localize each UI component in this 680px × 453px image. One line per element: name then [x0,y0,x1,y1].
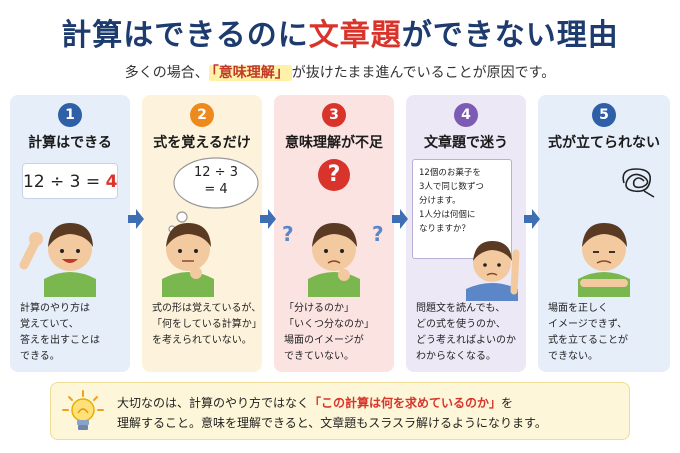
step-illustration-4: 12個のお菓子を 3人で同じ数ずつ 分けます。 1人分は何個に なりますか？ [406,155,526,301]
desc-line: 「何をしている計算か」 [152,319,262,330]
question-mark-icon: ? [318,159,350,191]
step-panel-4: 4 文章題で迷う 12個のお菓子を 3人で同じ数ずつ 分けます。 1人分は何個に… [406,95,526,372]
key-message-box: 大切なのは、計算のやり方ではなく「この計算は何を求めているのか」を 理解すること… [50,382,630,440]
subtitle-before: 多くの場合、 [124,65,209,81]
desc-line: どう考えればよいのか [416,335,516,346]
desc-line: できる。 [20,351,60,362]
desc-line: できない。 [548,351,598,362]
step-number-3: 3 [322,103,346,127]
step-desc-3: 「分けるのか」 「いくつ分なのか」 場面のイメージが できていない。 [284,301,388,365]
step-title-5: 式が立てられない [548,135,660,151]
step-panel-5: 5 式が立てられない 場面を正しく イメージできず、 式を立てることが できない… [538,95,670,372]
step-desc-1: 計算のやり方は 覚えていて、 答えを出すことは できる。 [20,301,124,365]
desc-line: 場面のイメージが [284,335,364,346]
svg-text:?: ? [282,222,294,246]
lightbulb-icon [62,390,104,430]
step-panel-1: 1 計算はできる 12 ÷ 3 = 4 計算のやり方は 覚えていて、 答えを出す… [10,95,130,372]
book-line: なりますか？ [419,224,471,234]
equation-answer: 4 [105,172,118,192]
desc-line: を考えられていない。 [152,335,252,346]
step-number-4: 4 [454,103,478,127]
tangled-scribble-icon [622,168,655,198]
equation-card: 12 ÷ 3 = 4 [22,163,118,199]
arrow-right-icon [128,209,144,229]
desc-line: イメージできず、 [548,319,628,330]
desc-line: わからなくなる。 [416,351,496,362]
thought-bubble-icon [168,157,259,233]
thinking-boy-icon [162,223,214,297]
step-illustration-1: 12 ÷ 3 = 4 [10,155,130,297]
message-emphasis: 「この計算は何を求めているのか」 [309,396,502,410]
step-title-1: 計算はできる [28,135,112,151]
title-part2: 文章題 [308,18,402,53]
desc-line: 覚えていて、 [20,319,79,330]
desc-line: どの式を使うのか、 [416,319,506,330]
desc-line: 式を立てることが [548,335,628,346]
arrow-right-icon [524,209,540,229]
desc-line: 式の形は覚えているが、 [152,303,262,314]
message-before: 大切なのは、計算のやり方ではなく [117,396,310,410]
book-line: 12個のお菓子を [419,168,481,178]
confused-boy-icon: ? ? [282,222,384,297]
step-panel-2: 2 式を覚えるだけ 12 ÷ 3 = 4 式の形は覚えているが、 「何をしている… [142,95,262,372]
svg-text:?: ? [372,222,384,246]
arrow-right-icon [392,209,408,229]
step-title-4: 文章題で迷う [424,135,508,151]
step-illustration-3: ? ? ? [274,155,394,297]
page-title: 計算はできるのに文章題ができない理由 [0,10,680,54]
desc-line: 問題文を読んでも、 [416,303,506,314]
desc-line: 「分けるのか」 [284,303,354,314]
bubble-line: 12 ÷ 3 [194,165,238,180]
step-desc-2: 式の形は覚えているが、 「何をしている計算か」 を考えられていない。 [152,301,262,349]
sad-boy-icon [578,223,630,297]
step-number-5: 5 [592,103,616,127]
bubble-equation: 12 ÷ 3 = 4 [174,164,258,198]
desc-line: できていない。 [284,351,354,362]
book-line: 分けます。 [419,196,461,206]
desc-line: 場面を正しく [548,303,608,314]
step-panel-3: 3 意味理解が不足 ? ? ? 「分けるのか」 「いくつ分なのか」 場面のイメー… [274,95,394,372]
message-line2: 理解すること。意味を理解できると、文章題もスラスラ解けるようになります。 [117,416,547,430]
message-after: を [501,396,514,410]
book-line: 1人分は何個に [419,210,476,220]
worried-boy-icon [466,241,520,301]
book-line: 3人で同じ数ずつ [419,182,484,192]
happy-boy-icon [19,223,96,297]
key-message-text: 大切なのは、計算のやり方ではなく「この計算は何を求めているのか」を 理解すること… [117,393,547,433]
arrow-right-icon [260,209,276,229]
equation-left: 12 ÷ 3 = [23,172,101,192]
step-illustration-5 [538,155,670,297]
bubble-line: = 4 [204,182,228,197]
subtitle: 多くの場合、「意味理解」が抜けたまま進んでいることが原因です。 [0,62,680,82]
step-desc-5: 場面を正しく イメージできず、 式を立てることが できない。 [548,301,664,365]
step-title-3: 意味理解が不足 [285,135,383,151]
subtitle-after: が抜けたまま進んでいることが原因です。 [291,65,556,81]
desc-line: 答えを出すことは [20,335,100,346]
title-part1: 計算はできるのに [61,18,309,53]
step-title-2: 式を覚えるだけ [153,135,251,151]
title-part3: ができない理由 [401,18,619,53]
step-number-1: 1 [58,103,82,127]
subtitle-highlight: 「意味理解」 [208,65,292,81]
desc-line: 計算のやり方は [20,303,90,314]
step-desc-4: 問題文を読んでも、 どの式を使うのか、 どう考えればよいのか わからなくなる。 [416,301,520,365]
step-number-2: 2 [190,103,214,127]
step-illustration-2: 12 ÷ 3 = 4 [142,155,262,297]
desc-line: 「いくつ分なのか」 [284,319,374,330]
